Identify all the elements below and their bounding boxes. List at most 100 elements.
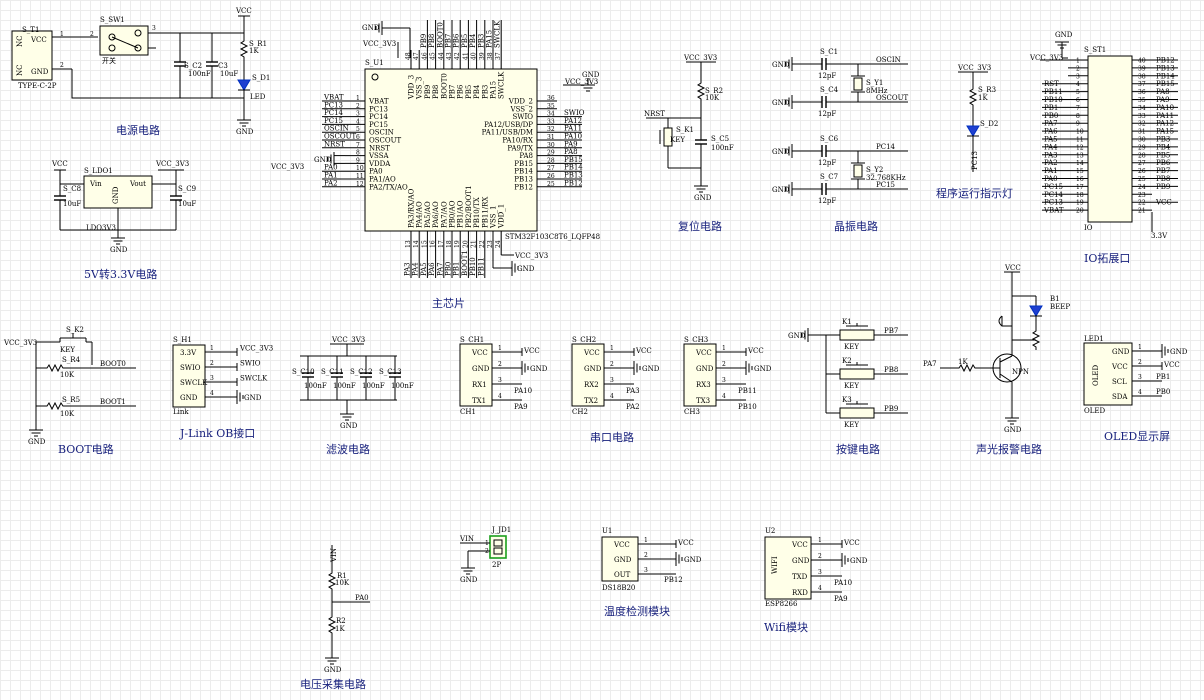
mcu-net-label: PA12 xyxy=(564,117,582,125)
mcu-pin-name: PB8 xyxy=(432,85,440,99)
t1-nc-bottom: NC xyxy=(16,65,24,76)
r1-val: 1K xyxy=(249,47,259,55)
mcu-pin-name: VDD_3 xyxy=(408,75,416,100)
c7-val: 12pF xyxy=(818,197,836,205)
mcu-pin-name: PB0/AO xyxy=(449,200,457,228)
mcu-stm32 xyxy=(364,68,538,232)
mcu-net-label: PA3 xyxy=(404,262,412,276)
jlink-net-label: GND xyxy=(244,394,262,402)
io-pin-number: 21 xyxy=(1138,208,1146,215)
temp-pin-name: VCC xyxy=(613,541,630,549)
y1-val: 8MHz xyxy=(866,87,888,95)
mcu-bottom-vcc3v3: VCC_3V3 xyxy=(514,252,548,260)
section-title-mcu: 主芯片 xyxy=(432,296,465,310)
mcu-net-label: PB7 xyxy=(445,34,453,48)
io-net-label: PB3 xyxy=(1156,136,1170,144)
section-title-wifi: Wifi模块 xyxy=(764,621,808,634)
uart-net-label: PB10 xyxy=(738,403,757,411)
runled-vcc3v3: VCC_3V3 xyxy=(957,64,991,72)
io-pin-number: 12 xyxy=(1076,144,1084,151)
mcu-net-label: PB3 xyxy=(477,34,485,48)
c6-val: 12pF xyxy=(818,159,836,167)
mcu-pin-number: 12 xyxy=(356,181,364,188)
c4-val: 12pF xyxy=(818,110,836,118)
temp-ref: U1 xyxy=(602,527,612,535)
k2-ref: S_K2 xyxy=(66,326,84,334)
alarm-led-icon xyxy=(1029,305,1043,317)
mcu-pin-number: 27 xyxy=(547,165,555,172)
runled-pc13: PC13 xyxy=(971,151,979,170)
mcu-pin-name: PA10/RX xyxy=(502,137,533,145)
jlink-net-label: SWIO xyxy=(240,360,261,368)
mcu-pin-number: 34 xyxy=(547,111,555,118)
vs-r1-val: 10K xyxy=(335,579,350,587)
switch-label: 开关 xyxy=(102,56,116,65)
key-val: KEY xyxy=(844,343,859,351)
mcu-net-label: PC15 xyxy=(324,117,343,125)
io-net-label: PB8 xyxy=(1156,175,1170,183)
io-net-label: PB14 xyxy=(1156,72,1175,80)
mcu-pin-number: 45 xyxy=(430,52,437,60)
ground-icon xyxy=(633,360,641,376)
io-pin-number: 37 xyxy=(1138,81,1146,88)
mcu-vssa-gnd: GND xyxy=(314,156,332,164)
io-pin-number: 22 xyxy=(1138,200,1146,207)
mcu-net-label: PC14 xyxy=(324,109,344,117)
section-title-io: IO拓展口 xyxy=(1084,251,1130,265)
uart-pin-name: GND xyxy=(696,365,714,373)
r3-ref: S_R3 xyxy=(978,86,996,94)
mcu-net-label: PB4 xyxy=(469,33,477,48)
uart-header xyxy=(571,343,605,407)
mcu-pin-number: 40 xyxy=(471,52,478,60)
buzzer-icon xyxy=(998,315,1012,327)
uart-net-label: PA10 xyxy=(514,387,532,395)
io-net-label: PA11 xyxy=(1156,112,1174,120)
pushbutton-icon xyxy=(839,407,875,419)
mcu-pin-number: 33 xyxy=(547,118,555,125)
temp-pin-name: OUT xyxy=(614,571,631,579)
crystal-y2-icon xyxy=(853,164,863,178)
filter-cap-ref: S_C12 xyxy=(350,368,373,376)
mcu-pin-name: PB9 xyxy=(424,85,432,99)
svg-text:3: 3 xyxy=(152,25,156,32)
io-pin-number: 27 xyxy=(1138,160,1146,167)
c3-val: 10uF xyxy=(220,70,238,78)
io-pin-number: 24 xyxy=(1138,184,1146,191)
mcu-pin-name: PB11/RX xyxy=(481,197,489,228)
c1-ref: S_C1 xyxy=(820,48,838,56)
uart-pin-number: 2 xyxy=(610,361,614,368)
mcu-pin-number: 13 xyxy=(405,240,412,248)
mcu-pin-number: 7 xyxy=(356,142,360,149)
vs-pa0: PA0 xyxy=(355,594,369,602)
io-net-label: PA6 xyxy=(1044,128,1058,136)
io-pin-number: 4 xyxy=(1076,81,1080,88)
key-ref: K1 xyxy=(842,318,852,326)
pushbutton-icon xyxy=(839,368,875,380)
mcu-net-label: OSCIN xyxy=(324,125,349,133)
key-val: KEY xyxy=(844,382,859,390)
jlink-pin-name: 3.3V xyxy=(180,349,197,357)
mcu-pin-name: PB15 xyxy=(514,160,533,168)
io-net-label: PB12 xyxy=(1156,57,1175,65)
crystal-y1-icon xyxy=(853,77,863,91)
mcu-net-label: PB0 xyxy=(445,262,453,276)
section-title-power: 电源电路 xyxy=(116,123,160,137)
mcu-pin-name: PA2/TX/AO xyxy=(369,183,408,191)
mcu-pin-name: PB7 xyxy=(449,85,457,99)
mcu-net-label: VBAT xyxy=(323,94,344,102)
mcu-pin-name: PA12/USB/DP xyxy=(484,121,533,129)
y2-ref: S_Y2 xyxy=(866,166,883,174)
uart-net-label: PA9 xyxy=(514,403,528,411)
oled-pin-number: 2 xyxy=(1138,359,1142,366)
io-net-label: PC15 xyxy=(1044,183,1063,191)
temp-pin-number: 3 xyxy=(644,567,648,574)
mcu-net-label: PA1 xyxy=(324,172,338,180)
reset-gnd: GND xyxy=(694,194,712,202)
uart-pin-number: 3 xyxy=(498,377,502,384)
c3-ref: C3 xyxy=(218,62,228,70)
io-pin-number: 11 xyxy=(1076,137,1084,144)
uart-net-label: GND xyxy=(642,365,660,373)
mcu-pin-name: PA4/AO xyxy=(416,201,424,228)
mcu-pin-number: 42 xyxy=(454,52,461,60)
